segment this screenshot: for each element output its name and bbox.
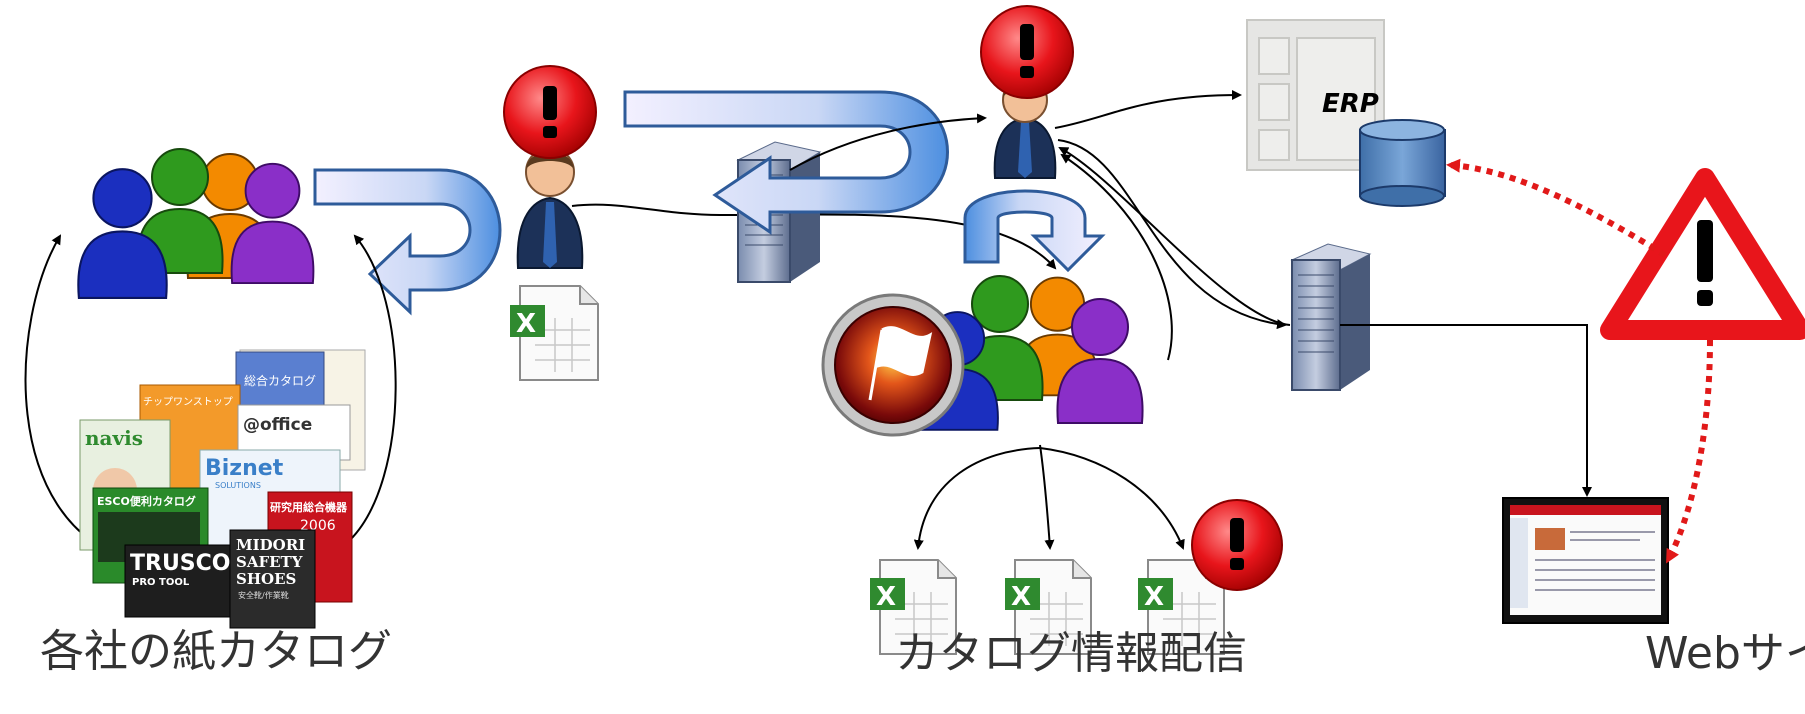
alert-badge-left-icon [503,65,597,159]
flow-line-server-to-website [1340,324,1592,497]
dotted-line-warning-to-website [1665,339,1713,564]
flow-line-group-to-excel-3 [1039,447,1185,550]
svg-text:X: X [1011,582,1031,612]
catalog-midori-line1: MIDORI [236,536,305,554]
flow-line-manager-to-erp [1054,90,1242,129]
alert-badge-top-icon [980,5,1074,99]
loop-arrow-center-icon [963,189,1106,273]
catalog-trusco-title: TRUSCO [130,551,231,576]
svg-text:X: X [876,582,896,612]
database-icon [1359,119,1446,207]
catalog-midori-line3: SHOES [236,570,296,588]
dotted-line-warning-to-db [1446,158,1667,258]
flow-line-group-to-manager [1060,153,1173,361]
flag-badge-icon [821,293,965,437]
caption-website: Webサイト [1645,628,1805,679]
alert-badge-excel-icon [1191,499,1283,591]
loop-arrow-left-icon [313,168,502,316]
catalog-office-title: @office [243,415,312,435]
erp-label: ERP [1322,89,1379,119]
catalog-navis-title: navis [85,426,143,450]
excel-file-2-icon: X [1005,559,1092,655]
catalog-biznet-subtitle: SOLUTIONS [215,481,261,490]
website-screenshot-icon [1502,497,1669,624]
catalog-biznet-title: Biznet [205,456,284,481]
flow-line-group-to-excel-2 [1039,444,1055,550]
excel-file-3-icon: X [1138,559,1225,655]
flow-line-user-to-server [571,203,721,216]
server-right-icon [1290,243,1372,391]
flow-line-right-loop [349,234,397,541]
flow-line-group-to-excel-1 [913,447,1041,550]
catalog-esco-title: ESCO便利カタログ [97,494,196,508]
catalog-midori-line2: SAFETY [236,553,303,571]
excel-file-1-icon: X [870,559,957,655]
excel-file-left-icon: X [510,285,599,381]
people-group-left-icon [77,147,315,299]
catalog-chip-title: チップワンストップ [143,396,233,408]
catalog-lab-title: 研究用総合機器 [270,500,348,514]
svg-text:X: X [516,309,536,339]
flow-line-manager-to-server-right [1057,139,1287,330]
flow-line-server-to-manager [789,113,987,171]
caption-catalog-distribution: カタログ情報配信 [895,628,1247,679]
warning-triangle-icon [1600,168,1805,340]
flow-line-server-right-to-manager [1058,147,1291,326]
svg-text:X: X [1144,582,1164,612]
paper-catalogs-collage: 総合カタログ チップワンストップ navis @office Biznet SO… [79,349,366,629]
caption-paper-catalogs: 各社の紙カタログ [40,626,392,677]
catalog-trusco-subtitle: PRO TOOL [132,577,190,588]
businessman-left-icon [516,147,584,269]
catalog-general-title: 総合カタログ [244,373,316,388]
loop-arrow-top-icon [623,90,949,235]
catalog-midori-subtitle: 安全靴/作業靴 [238,590,289,600]
